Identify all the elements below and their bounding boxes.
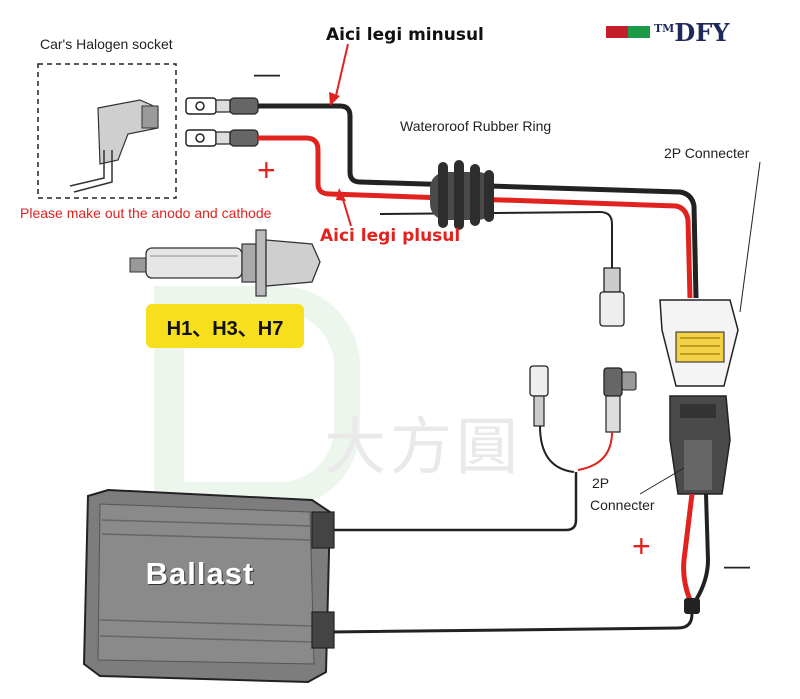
- halogen-socket-icon: [69, 99, 159, 193]
- wire-igniter-red: [577, 431, 613, 471]
- logo-text: DFY: [674, 18, 730, 47]
- wire-joint: [684, 598, 700, 614]
- connector-2p-top-icon: [659, 299, 739, 387]
- igniter-plug-left-icon: [529, 365, 549, 427]
- halogen-socket-label: Car's Halogen socket: [40, 36, 173, 52]
- logo-flag-icon: [606, 26, 628, 38]
- wire-igniter-to-ballast: [330, 472, 578, 532]
- connector-2p-bottom-icon: [669, 395, 731, 495]
- annotation-minus: Aici legi minusul: [326, 25, 484, 45]
- leader-connector-top: [739, 161, 761, 313]
- wire-red-lower: [681, 493, 695, 601]
- terminal-lug-minus: [185, 97, 259, 115]
- connector-bottom-label-line1: 2P: [592, 475, 610, 491]
- connector-top-label: 2P Connecter: [664, 145, 750, 161]
- minus-sign-bottom: —: [724, 550, 750, 580]
- anode-cathode-note: Please make out the anodo and cathode: [20, 205, 272, 221]
- wire-black-lower: [694, 493, 711, 602]
- logo-tm: TM: [654, 22, 675, 35]
- rubber-ring-label: Wateroroof Rubber Ring: [400, 118, 552, 134]
- hid-bulb-icon: [129, 229, 321, 297]
- wire-black-main: [258, 103, 699, 299]
- wire-black-branch: [379, 210, 613, 268]
- bulb-types-badge: H1、H3、H7: [146, 304, 304, 348]
- wire-red-main: [258, 135, 693, 299]
- logo-flag-green: [628, 26, 650, 38]
- leader-connector-bottom: [639, 467, 685, 495]
- minus-sign-top: —: [254, 58, 280, 88]
- logo: TMDFY: [654, 18, 729, 47]
- halogen-socket-box: [37, 63, 177, 199]
- annotation-plus: Aici legi plusul: [320, 226, 461, 246]
- ballast-label: Ballast: [145, 556, 255, 591]
- igniter-plug-right-icon: [603, 367, 637, 433]
- connector-bottom-label-line2: Connecter: [590, 497, 655, 513]
- wire-igniter-black: [539, 425, 575, 473]
- terminal-lug-plus: [185, 129, 259, 147]
- plus-sign-top: +: [257, 152, 276, 188]
- ballast-box: [82, 488, 335, 684]
- rubber-ring-icon: [430, 160, 494, 230]
- wire-ballast-output: [329, 613, 694, 634]
- arrow-plus-icon: [336, 188, 352, 227]
- plus-sign-bottom: +: [632, 528, 651, 564]
- small-plug-icon: [599, 267, 625, 327]
- arrow-minus-icon: [329, 43, 349, 106]
- watermark-text: 大方圓: [324, 410, 523, 483]
